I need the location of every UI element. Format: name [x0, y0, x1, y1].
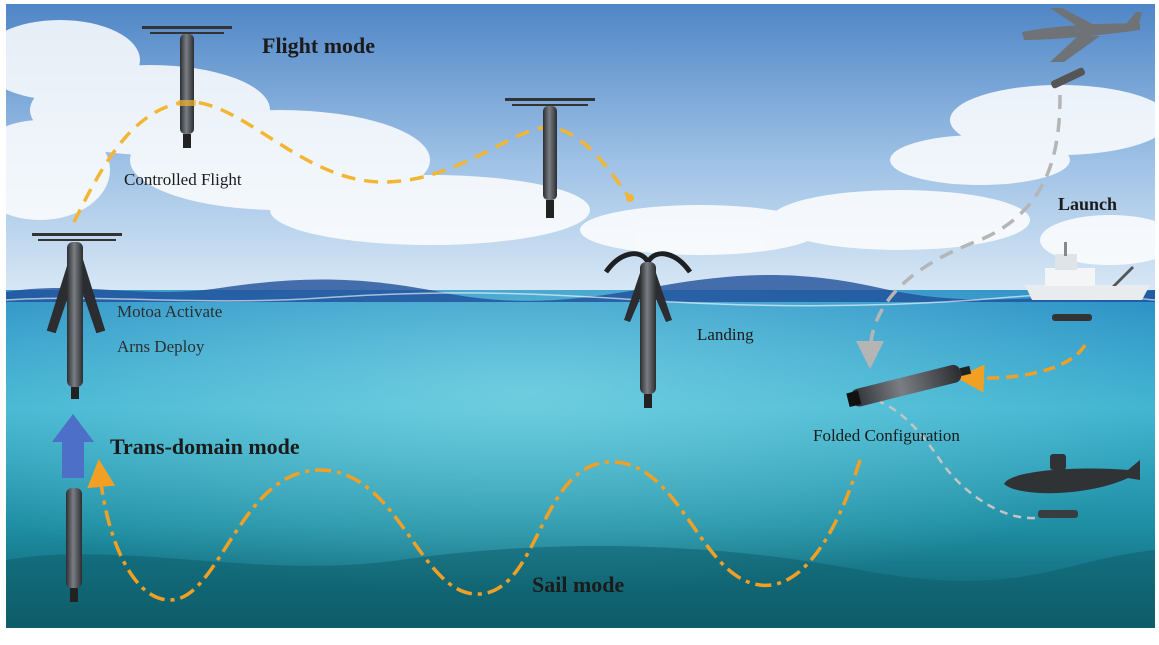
flight-path — [72, 100, 632, 223]
controlled-flight-label: Controlled Flight — [124, 170, 242, 189]
motor-activate-label: Motoa Activate — [117, 302, 223, 321]
vehicle-arms-deploy — [32, 233, 122, 399]
submarine-launch-path — [879, 400, 1036, 520]
trans-domain-mode-label: Trans-domain mode — [110, 434, 300, 459]
dropped-vehicle-icon — [1050, 67, 1086, 89]
flight-mode-label: Flight mode — [262, 33, 376, 58]
vehicle-underwater — [66, 488, 82, 602]
launch-label: Launch — [1058, 194, 1118, 214]
submarine-deployed-vehicle-icon — [1038, 510, 1078, 518]
folded-configuration-label: Folded Configuration — [813, 426, 960, 445]
sail-path — [87, 459, 862, 602]
vehicle-folded — [846, 364, 972, 408]
aircraft-icon — [1022, 8, 1142, 62]
clouds — [0, 20, 1159, 265]
sea-surface-waves — [6, 275, 1155, 302]
trans-domain-arrow — [52, 414, 94, 478]
ship-icon — [1025, 242, 1150, 300]
vehicle-flying-2 — [505, 98, 595, 218]
vehicle-landing — [603, 251, 693, 408]
vehicle-flying-1 — [142, 26, 232, 148]
landing-label: Landing — [697, 325, 754, 344]
ship-launch-path — [956, 344, 1087, 393]
sail-mode-label: Sail mode — [532, 572, 625, 597]
arms-deploy-label: Arns Deploy — [117, 337, 205, 356]
submarine-icon — [1004, 454, 1140, 494]
seabed — [6, 546, 1155, 628]
ship-deployed-vehicle-icon — [1052, 314, 1092, 321]
launch-path — [856, 94, 1062, 369]
